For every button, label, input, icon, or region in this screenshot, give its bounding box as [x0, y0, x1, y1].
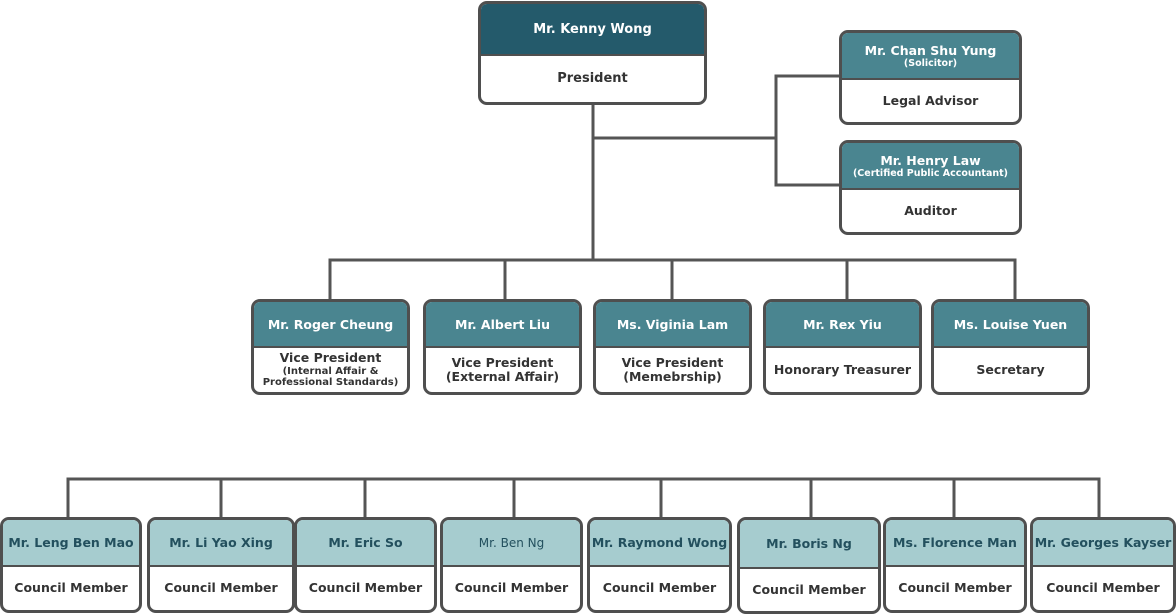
council-member-box: Mr. Georges Kayser Council Member — [1030, 517, 1176, 613]
council-member-name: Mr. Li Yao Xing — [150, 520, 292, 567]
president-role: President — [557, 70, 628, 86]
president-box: Mr. Kenny Wong President — [478, 1, 707, 105]
officer-name: Mr. Rex Yiu — [766, 302, 919, 348]
council-member-box: Ms. Florence Man Council Member — [883, 517, 1027, 613]
auditor-role: Auditor — [904, 202, 957, 218]
legal-advisor-role: Legal Advisor — [882, 92, 979, 108]
council-member-role: Council Member — [164, 580, 278, 596]
council-member-box: Mr. Ben Ng Council Member — [440, 517, 583, 613]
officer-name: Mr. Albert Liu — [426, 302, 579, 348]
council-member-name: Mr. Ben Ng — [443, 520, 580, 567]
officer-role-detail: (Memebrship) — [623, 369, 722, 384]
officer-role: Vice President — [279, 350, 382, 366]
officer-role: Vice President — [451, 354, 554, 370]
council-member-role: Council Member — [308, 580, 423, 596]
council-member-name: Mr. Leng Ben Mao — [3, 520, 139, 567]
council-member-role: Council Member — [898, 580, 1012, 596]
legal-advisor-box: Mr. Chan Shu Yung (Solicitor) Legal Advi… — [839, 30, 1022, 125]
council-member-role: Council Member — [454, 580, 569, 596]
officer-role-detail: (Internal Affair & Professional Standard… — [262, 365, 399, 389]
officer-role: Vice President — [621, 354, 724, 370]
council-member-name: Mr. Raymond Wong — [590, 520, 729, 567]
officer-role: Honorary Treasurer — [773, 361, 912, 377]
council-member-role: Council Member — [752, 581, 866, 597]
council-member-box: Mr. Boris Ng Council Member — [737, 517, 881, 614]
council-member-box: Mr. Leng Ben Mao Council Member — [0, 517, 142, 613]
council-member-role: Council Member — [602, 580, 717, 596]
officer-role: Secretary — [976, 361, 1045, 377]
legal-advisor-credential: (Solicitor) — [903, 57, 958, 69]
officer-role-detail: (External Affair) — [445, 369, 560, 384]
officer-box-vp-external: Mr. Albert Liu Vice President (External … — [423, 299, 582, 395]
council-member-role: Council Member — [1046, 580, 1160, 596]
officer-box-vp-membership: Ms. Viginia Lam Vice President (Memebrsh… — [593, 299, 752, 395]
officer-name: Ms. Viginia Lam — [596, 302, 749, 348]
officer-box-secretary: Ms. Louise Yuen Secretary — [931, 299, 1090, 395]
council-member-box: Mr. Eric So Council Member — [294, 517, 437, 613]
council-member-name: Mr. Georges Kayser — [1033, 520, 1173, 567]
council-member-name: Mr. Eric So — [297, 520, 434, 567]
auditor-name: Mr. Henry Law — [880, 152, 981, 168]
council-member-role: Council Member — [14, 580, 128, 596]
officer-box-treasurer: Mr. Rex Yiu Honorary Treasurer — [763, 299, 922, 395]
officer-box-vp-internal: Mr. Roger Cheung Vice President (Interna… — [251, 299, 410, 395]
council-member-name: Ms. Florence Man — [886, 520, 1024, 567]
council-member-box: Mr. Li Yao Xing Council Member — [147, 517, 295, 613]
auditor-box: Mr. Henry Law (Certified Public Accounta… — [839, 140, 1022, 235]
officer-name: Ms. Louise Yuen — [934, 302, 1087, 348]
council-member-name: Mr. Boris Ng — [740, 520, 878, 569]
legal-advisor-name: Mr. Chan Shu Yung — [864, 42, 997, 58]
officer-name: Mr. Roger Cheung — [254, 302, 407, 348]
president-name: Mr. Kenny Wong — [481, 4, 704, 56]
auditor-credential: (Certified Public Accountant) — [852, 167, 1009, 179]
council-member-box: Mr. Raymond Wong Council Member — [587, 517, 732, 613]
